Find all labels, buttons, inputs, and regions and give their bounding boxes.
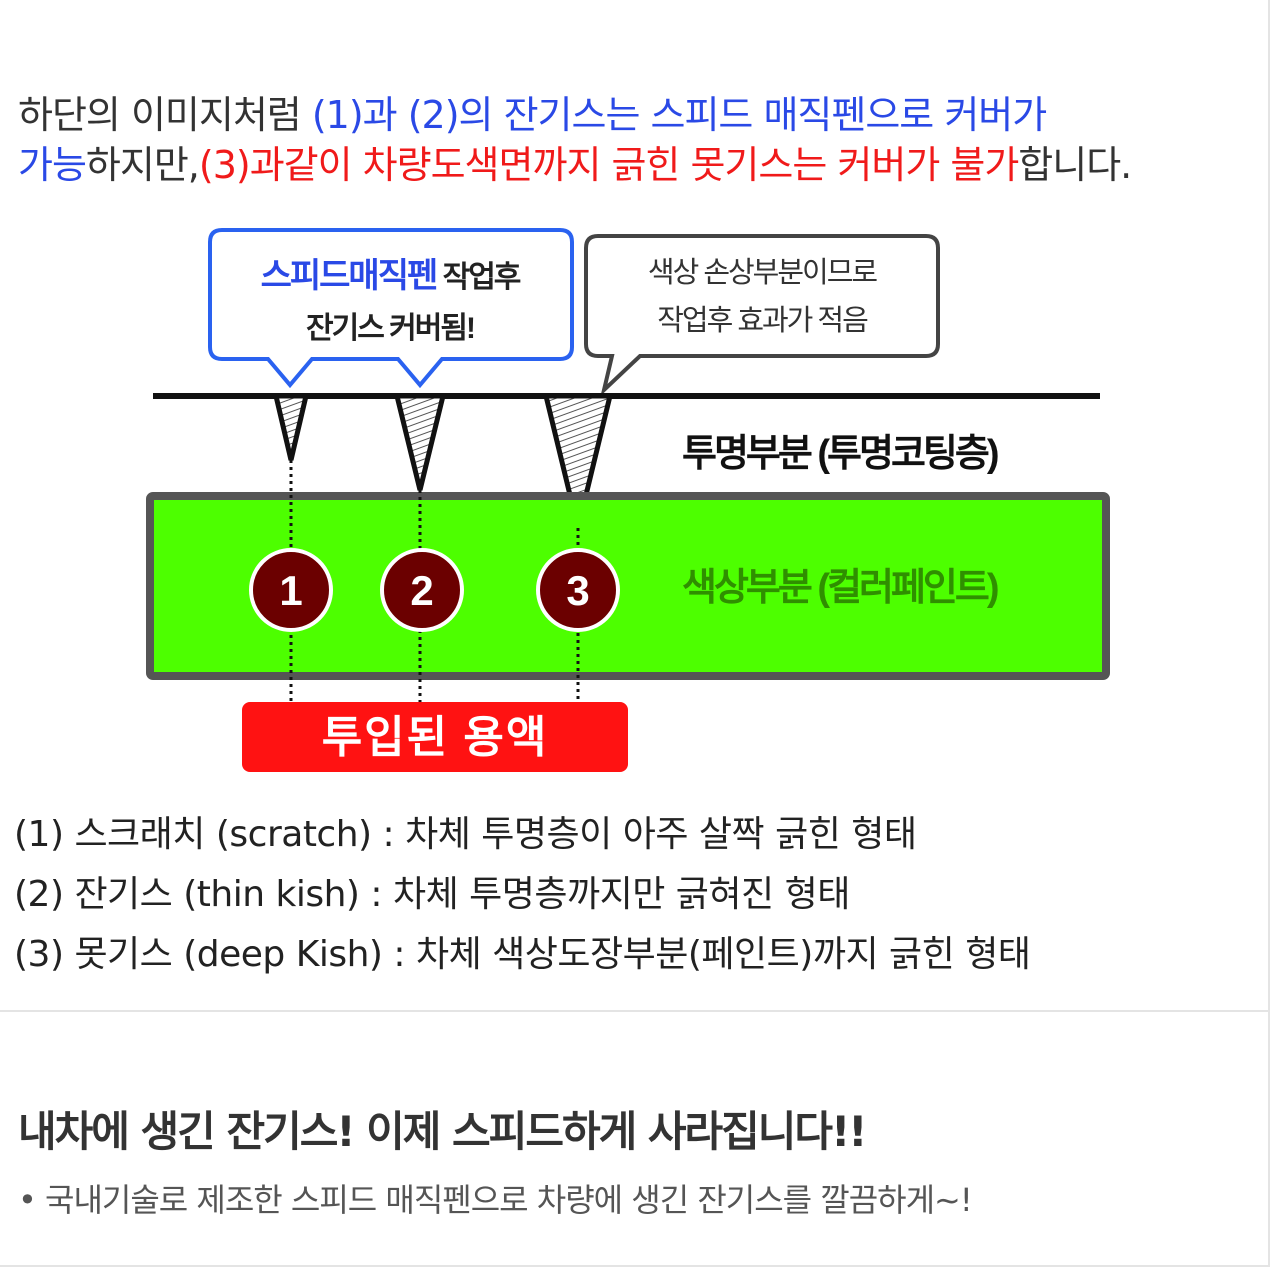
marker-2-label: 2 xyxy=(410,567,433,614)
bubble-left-highlight: 스피드매직펜 xyxy=(261,257,437,295)
scratch-1-groove xyxy=(272,393,310,461)
intro-line-1: 하단의 이미지처럼 (1)과 (2)의 잔기스는 스피드 매직펜으로 커버가 xyxy=(18,90,1268,140)
promo-headline: 내차에 생긴 잔기스! 이제 스피드하게 사라집니다!! xyxy=(18,1107,867,1156)
definition-item: (3) 못기스 (deep Kish) : 차체 색상도장부분(페인트)까지 긁… xyxy=(14,934,1031,975)
intro-blue-text: 가능 xyxy=(18,143,87,187)
color-paint-layer xyxy=(146,492,1110,680)
intro-line-2: 가능하지만,(3)과같이 차량도색면까지 긁힌 못기스는 커버가 불가합니다. xyxy=(18,140,1268,190)
intro-text: 합니다. xyxy=(1018,143,1132,187)
solution-label: 투입된 용액 xyxy=(322,713,549,762)
intro-paragraph: 하단의 이미지처럼 (1)과 (2)의 잔기스는 스피드 매직펜으로 커버가 가… xyxy=(18,90,1268,190)
bubble-left-line1-rest: 작업후 xyxy=(436,261,521,294)
intro-red-text: (3)과같이 차량도색면까지 긁힌 못기스는 커버가 불가 xyxy=(198,143,1019,187)
scratch-2-groove xyxy=(393,393,447,491)
marker-3: 3 xyxy=(536,548,620,632)
speech-bubble-right: 색상 손상부분이므로 작업후 효과가 적음 xyxy=(584,234,940,397)
intro-text: 하단의 이미지처럼 xyxy=(18,93,312,137)
scratch-diagram: 스피드매직펜 작업후 잔기스 커버됨! 색상 손상부분이므로 작업후 효과가 적… xyxy=(146,228,1110,772)
intro-blue-text: (1)과 (2)의 잔기스는 스피드 매직펜으로 커버가 xyxy=(311,93,1047,137)
promo-subline: • 국내기술로 제조한 스피드 매직펜으로 차량에 생긴 잔기스를 깔끔하게~! xyxy=(18,1181,973,1219)
clear-layer-label: 투명부분 (투명코팅층) xyxy=(682,433,998,475)
svg-text:스피드매직펜 작업후: 스피드매직펜 작업후 xyxy=(261,257,521,295)
bubble-right-line2: 작업후 효과가 적음 xyxy=(657,304,868,337)
marker-3-label: 3 xyxy=(566,567,589,614)
color-layer-label: 색상부분 (컬러페인트) xyxy=(682,567,998,609)
scratch-3-groove xyxy=(542,393,614,529)
promo-section xyxy=(0,1012,1270,1267)
marker-1: 1 xyxy=(249,548,333,632)
bubble-left-line2: 잔기스 커버됨! xyxy=(306,312,474,345)
definition-item: (1) 스크래치 (scratch) : 차체 투명층이 아주 살짝 긁힌 형태 xyxy=(14,814,917,855)
bubble-right-line1: 색상 손상부분이므로 xyxy=(648,257,877,289)
solution-label-box xyxy=(242,702,628,772)
content-frame xyxy=(0,0,1270,1012)
speech-bubble-left: 스피드매직펜 작업후 잔기스 커버됨! xyxy=(208,228,574,389)
definitions-list: (1) 스크래치 (scratch) : 차체 투명층이 아주 살짝 긁힌 형태… xyxy=(14,805,1031,985)
marker-2: 2 xyxy=(380,548,464,632)
bubble-left-shape xyxy=(208,228,574,389)
intro-text: 하지만, xyxy=(85,143,200,187)
marker-1-label: 1 xyxy=(279,567,302,614)
definition-item: (2) 잔기스 (thin kish) : 차체 투명층까지만 긁혀진 형태 xyxy=(14,874,850,915)
bubble-right-shape xyxy=(584,234,940,397)
